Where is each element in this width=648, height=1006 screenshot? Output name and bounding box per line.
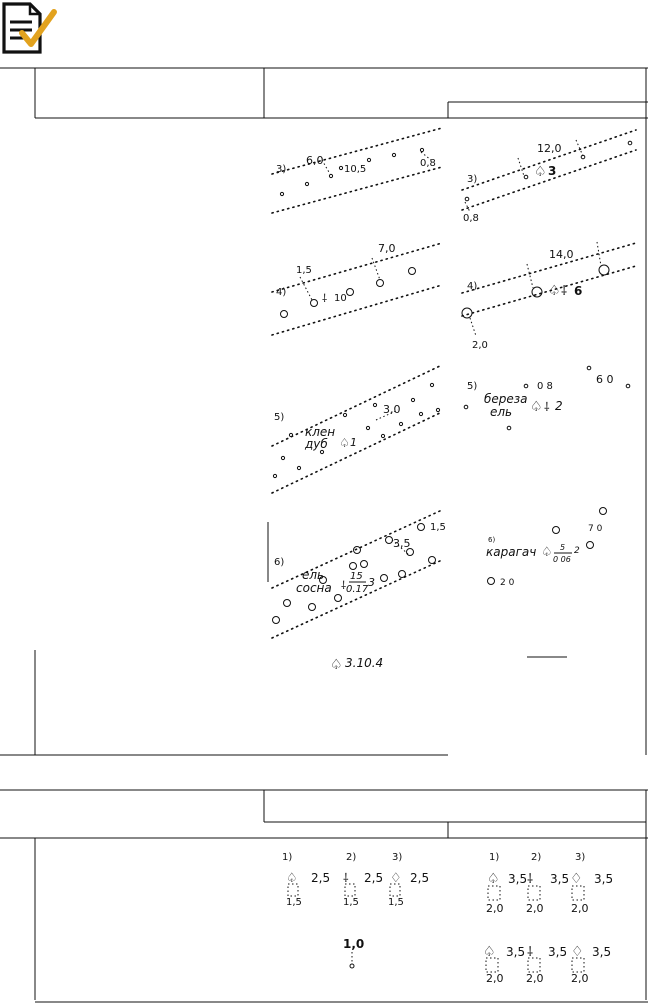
label-2: 2: [574, 546, 580, 556]
item-label-2: 2): [531, 852, 541, 863]
dim-0-8: 0,8: [463, 213, 479, 224]
height-2-0: 2,0: [486, 902, 504, 915]
spruce-icon: ⸸: [527, 945, 533, 960]
dim-1-5-top: 1,5: [430, 522, 446, 533]
row-label-3: 3): [276, 164, 286, 175]
row-label-5: 5): [274, 412, 284, 423]
dim-7-0: 7,0: [378, 242, 396, 255]
width-3-5: 3,5: [594, 872, 613, 886]
fraction-numerator: 5: [560, 543, 565, 552]
species-maple: клен: [305, 425, 335, 439]
label-6-bold: 6: [574, 284, 582, 298]
panel-right-4: 4) 14,0 ♤ ⸸ 6 2,0: [461, 241, 637, 351]
species-spruce: ель: [490, 405, 512, 419]
broadleaf-tree-icon: ♢: [570, 871, 583, 887]
spruce-icon: ⸸: [544, 400, 550, 414]
height-2-0: 2,0: [526, 972, 544, 985]
height-2-0: 2,0: [571, 972, 589, 985]
width-3-5: 3,5: [508, 872, 527, 886]
panel-left-5: 5) клен дуб ♤ 1 3,0: [271, 364, 443, 494]
item-label-2: 2): [346, 852, 356, 863]
spacing-right-group: 1) 2) 3) ♤ 3,5 2,0 ⸸ 3,5 2,0 ♢ 3,5 2,0 ♤…: [483, 852, 613, 985]
row-label-6: 6): [274, 557, 284, 568]
height-1-5: 1,5: [343, 897, 359, 908]
width-2-5: 2,5: [364, 871, 383, 885]
deciduous-tree-icon: ♤: [548, 283, 561, 299]
deciduous-tree-icon: ♤: [487, 871, 500, 887]
item-label-1: 1): [282, 852, 292, 863]
dim-10-5: 10,5: [344, 164, 366, 175]
dim-2-0: 2 0: [500, 578, 515, 588]
width-3-5: 3,5: [550, 872, 569, 886]
row-label-5: 5): [467, 381, 477, 392]
deciduous-tree-icon: ♤: [483, 944, 496, 960]
dim-3-0: 3,0: [383, 403, 401, 416]
deciduous-tree-icon: ♤: [339, 436, 350, 450]
fraction-denominator: 0.17: [346, 584, 369, 595]
fraction-numerator: 15: [350, 571, 363, 582]
fraction-denominator: 0 06: [553, 555, 571, 564]
panel-left-3: 3) 6,0 10,5 0,8: [271, 127, 443, 214]
species-spruce: ель: [302, 568, 324, 582]
spruce-icon: ⸸: [561, 284, 567, 299]
spacing-left-group: 1) 2) 3) ♤ 2,5 1,5 ⸸ 2,5 1,5 ♢ 2,5 1,5 1…: [282, 852, 429, 969]
broadleaf-tree-icon: ♢: [571, 944, 584, 960]
species-birch: береза: [484, 392, 528, 406]
width-2-5: 2,5: [311, 871, 330, 885]
label-1: 1: [350, 436, 357, 449]
spruce-icon: ⸸: [341, 579, 346, 592]
deciduous-tree-icon: ♤: [530, 399, 543, 415]
spacing-1-0: 1,0: [343, 937, 364, 951]
item-label-3: 3): [392, 852, 402, 863]
width-2-5: 2,5: [410, 871, 429, 885]
item-label-1: 1): [489, 852, 499, 863]
panel-right-5: 5) береза ель ♤ ⸸ 2 0 8 6 0: [463, 365, 631, 431]
dim-6-0: 6,0: [306, 154, 324, 167]
dim-7-0: 7 0: [588, 524, 603, 534]
spruce-icon: ⸸: [322, 292, 327, 305]
spruce-icon: ⸸: [343, 871, 349, 885]
dim-2-0: 2,0: [472, 340, 488, 351]
width-3-5: 3,5: [506, 945, 525, 959]
figure-caption: 3.10.4: [345, 656, 383, 670]
label-3: 3: [368, 576, 375, 589]
dim-3-5: 3,5: [393, 537, 411, 550]
height-1-5: 1,5: [286, 897, 302, 908]
species-oak: дуб: [304, 437, 328, 451]
dim-14-0: 14,0: [549, 248, 574, 261]
deciduous-tree-icon: ♤: [330, 657, 343, 673]
panel-left-6: 6) ель сосна ⸸ 15 0.17 3 3,5 1,5: [267, 509, 446, 639]
deciduous-tree-icon: ♤: [541, 545, 553, 560]
dim-1-5: 1,5: [296, 265, 312, 276]
deciduous-tree-icon: ♤: [286, 871, 298, 886]
panel-left-4: 4) 1,5 10 7,0 ⸸: [271, 242, 443, 336]
height-1-5: 1,5: [388, 897, 404, 908]
spruce-icon: ⸸: [527, 872, 533, 887]
width-3-5: 3,5: [548, 945, 567, 959]
width-3-5: 3,5: [592, 945, 611, 959]
label-2: 2: [555, 399, 563, 413]
panel-right-6: 6) карагач ♤ 5 0 06 2 7 0 2 0: [486, 507, 607, 588]
item-label-3: 3): [575, 852, 585, 863]
height-2-0: 2,0: [526, 902, 544, 915]
row-label-3: 3): [467, 174, 477, 185]
broadleaf-tree-icon: ♢: [390, 871, 402, 886]
species-pine: сосна: [296, 581, 332, 595]
dim-6-0: 6 0: [596, 373, 614, 386]
height-2-0: 2,0: [486, 972, 504, 985]
dim-0-8: 0,8: [420, 158, 436, 169]
species-elm: карагач: [486, 545, 536, 559]
label-10: 10: [334, 293, 347, 304]
dim-0-8: 0 8: [537, 381, 553, 392]
deciduous-tree-icon: ♤: [534, 164, 547, 180]
row-label-4: 4): [276, 287, 286, 298]
height-2-0: 2,0: [571, 902, 589, 915]
label-3-bold: 3: [548, 164, 556, 178]
row-label-6: 6): [488, 536, 495, 544]
document-icon: [0, 0, 60, 56]
row-label-4: 4): [467, 281, 477, 292]
dim-12-0: 12,0: [537, 142, 562, 155]
panel-right-3: 3) 12,0 ♤ 3 0,8: [461, 129, 637, 224]
